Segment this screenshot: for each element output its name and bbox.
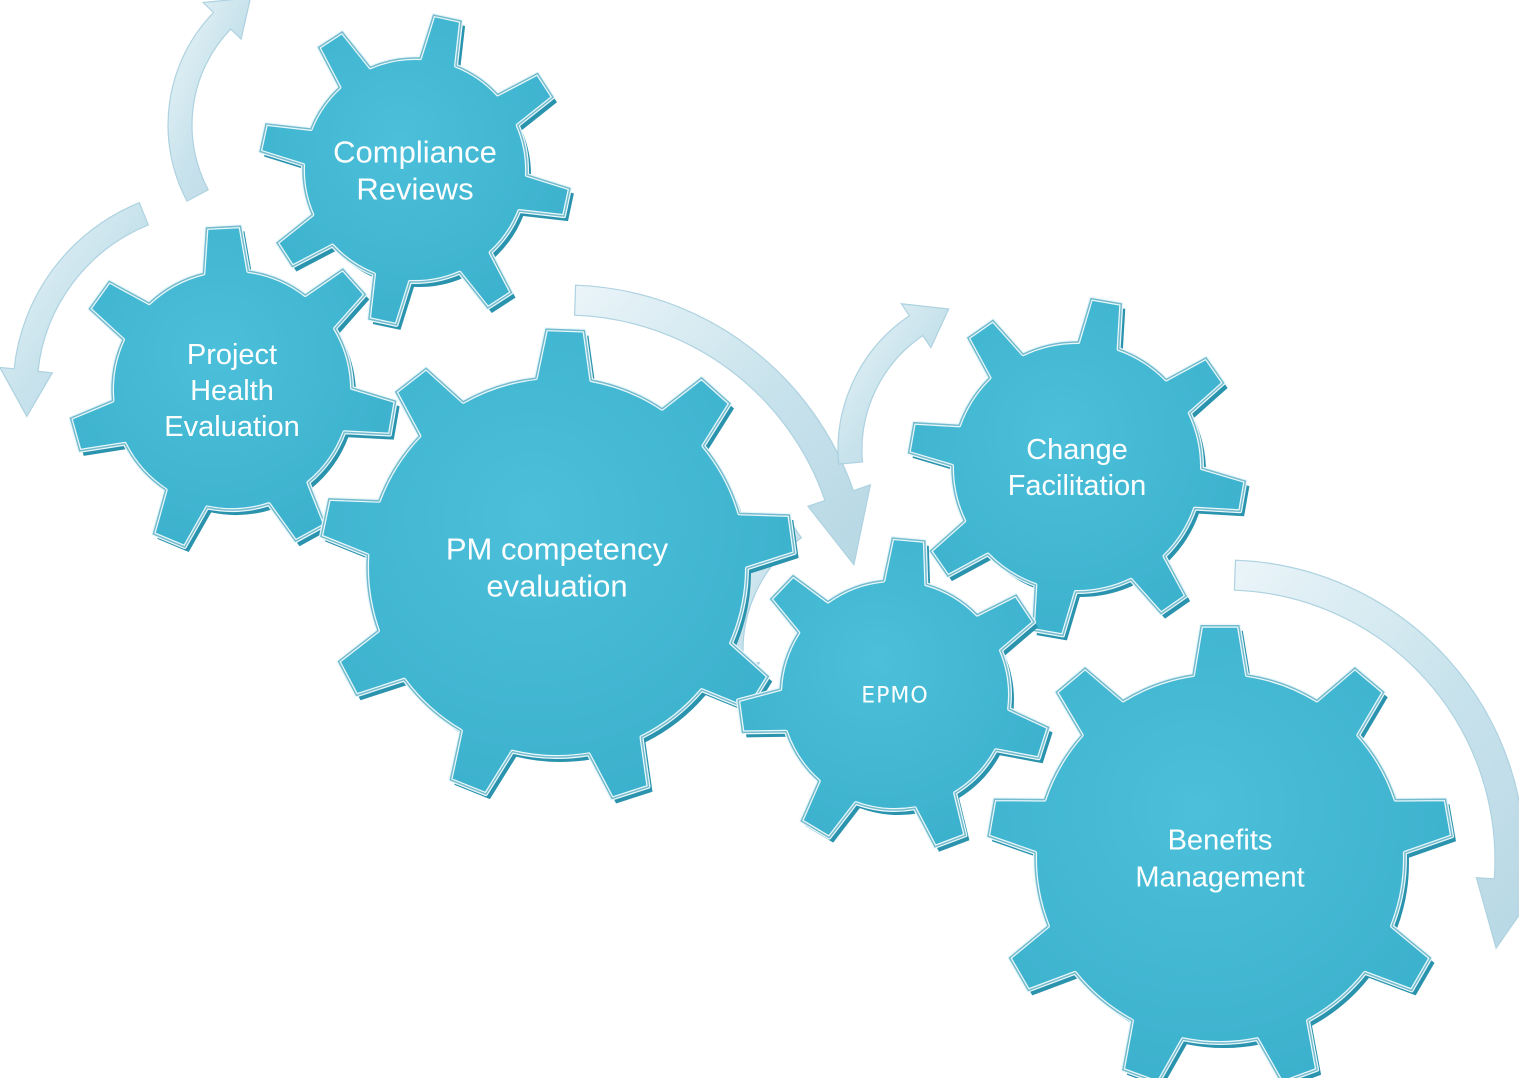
gear-project-health: [68, 224, 400, 552]
gear-label-epmo: EPMO: [861, 684, 928, 709]
gear-outline: [907, 297, 1247, 637]
gear-body: [906, 296, 1248, 638]
gear-benefits: [986, 623, 1456, 1078]
gear-label-line: evaluation: [486, 568, 627, 603]
gear-label-line: EPMO: [861, 684, 928, 709]
gear-label-line: Compliance: [333, 134, 497, 169]
gear-label-line: Health: [190, 375, 274, 407]
gear-pm-competency: [319, 327, 799, 804]
gear-label-line: Reviews: [356, 171, 473, 206]
arrow-project-health-cycle: [0, 201, 150, 418]
arrow-change-facilitation-top: [837, 303, 950, 465]
gear-epmo: [736, 536, 1053, 852]
gear-label-line: Evaluation: [164, 411, 299, 443]
arrow-benefits-cycle: [1233, 559, 1519, 950]
gear-outline: [737, 537, 1050, 848]
gear-label-line: Change: [1026, 434, 1128, 466]
gear-outline: [320, 328, 796, 800]
gear-outline: [987, 625, 1453, 1078]
gear-outline: [69, 225, 397, 548]
gear-compliance: [258, 13, 574, 330]
gear-outline: [259, 14, 571, 326]
gear-label-line: Project: [187, 339, 277, 371]
gear-label-line: Benefits: [1168, 825, 1273, 857]
gear-body: [258, 13, 572, 327]
arrow-pm-competency-to-epmo: [573, 284, 872, 567]
gear-label-line: Facilitation: [1008, 470, 1147, 502]
gears-layer: [68, 13, 1456, 1078]
gear-label-line: PM competency: [446, 531, 669, 566]
arrow-compliance-cycle-top: [167, 0, 251, 202]
gear-change-facilitation: [906, 296, 1250, 641]
gear-label-line: Management: [1135, 862, 1304, 894]
